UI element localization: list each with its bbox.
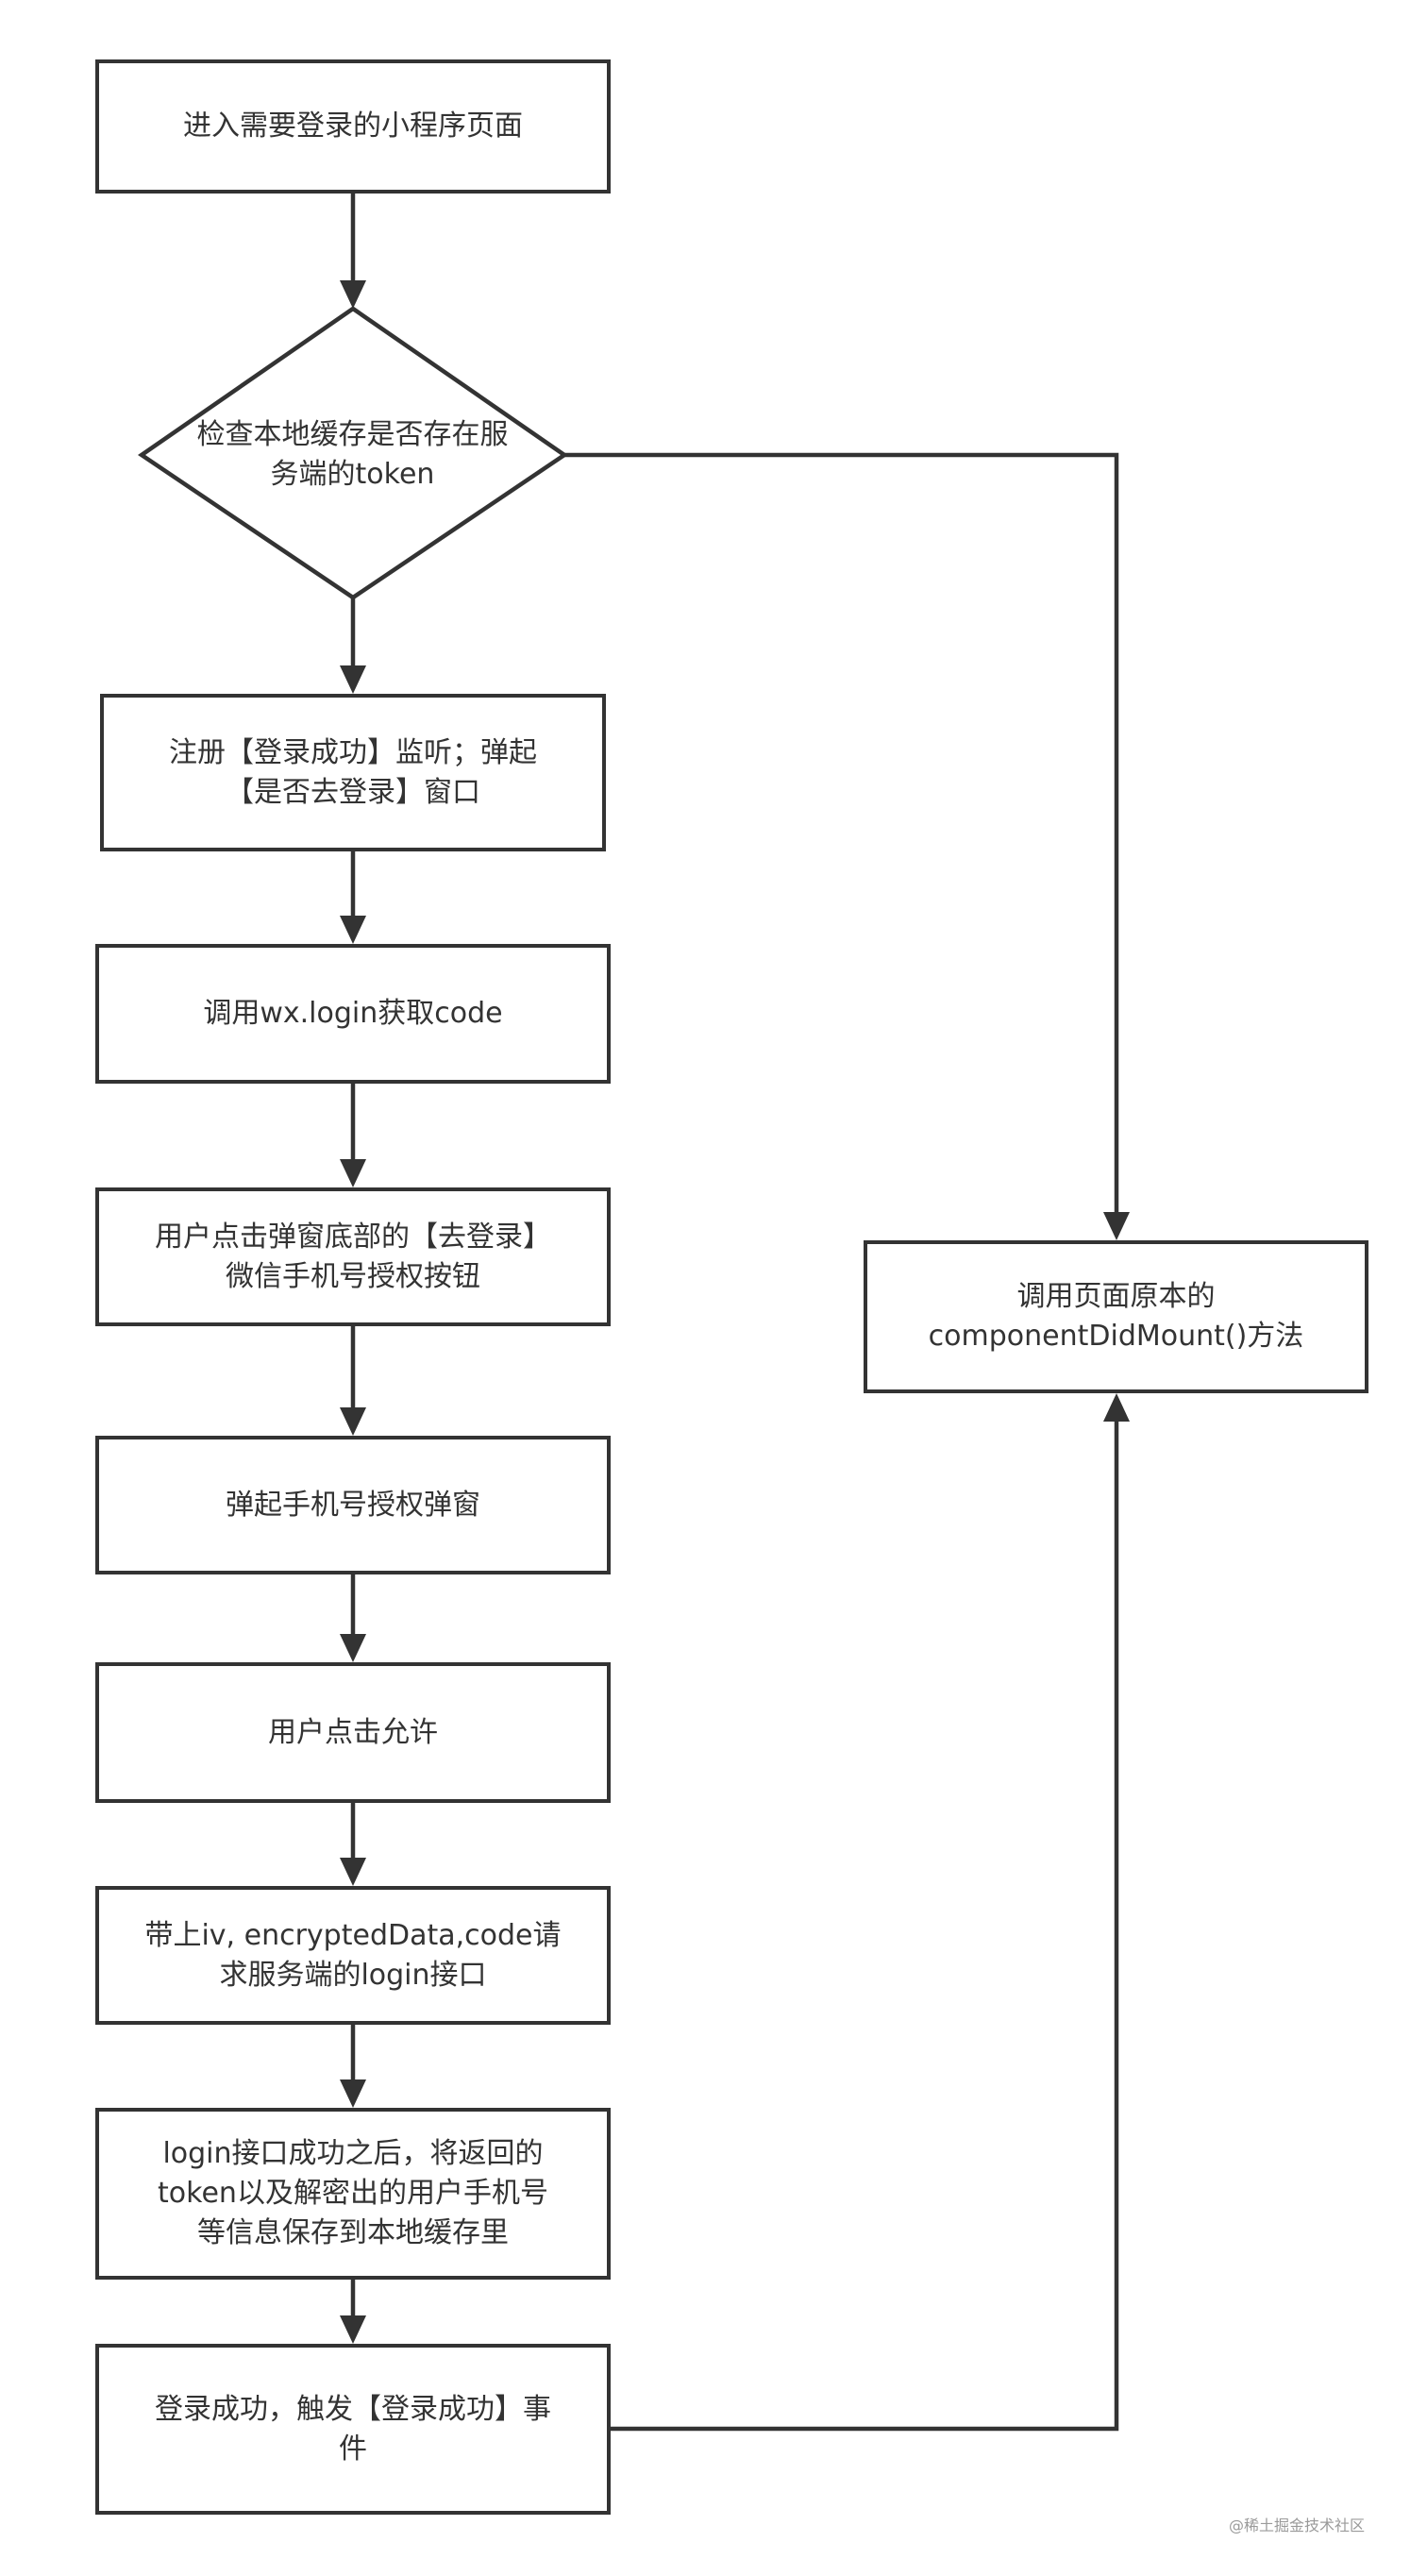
- node-phone-auth-popup: 弹起手机号授权弹窗: [95, 1436, 611, 1574]
- node-save-cache-line-2: token以及解密出的用户手机号: [158, 2177, 548, 2210]
- decision-diamond: [138, 306, 568, 600]
- node-register-listener-line-2: 【是否去登录】窗口: [226, 775, 480, 809]
- edge-popup-to-allow-arrowhead-icon: [340, 1634, 366, 1662]
- node-save-cache-line-3: 等信息保存到本地缓存里: [197, 2216, 509, 2249]
- node-user-click-login: 用户点击弹窗底部的【去登录】 微信手机号授权按钮: [95, 1187, 611, 1326]
- edge-allow-to-request-arrowhead-icon: [340, 1858, 366, 1886]
- node-user-allow: 用户点击允许: [95, 1662, 611, 1803]
- edge-request-to-save-arrowhead-icon: [340, 2079, 366, 2108]
- edge-register-to-wxlogin-arrowhead-icon: [340, 916, 366, 944]
- node-start-line-1: 进入需要登录的小程序页面: [183, 109, 523, 143]
- node-request-login-line-2: 求服务端的login接口: [219, 1958, 487, 1992]
- edge-check-to-mount-arrowhead-icon: [1103, 1212, 1130, 1240]
- node-check-token-line-1: 检查本地缓存是否存在服: [196, 418, 509, 451]
- node-save-cache-line-1: login接口成功之后，将返回的: [162, 2137, 544, 2170]
- node-register-listener-line-1: 注册【登录成功】监听；弹起: [169, 735, 537, 769]
- node-user-click-login-line-2: 微信手机号授权按钮: [226, 1259, 480, 1293]
- node-login-success-line-2: 件: [339, 2432, 367, 2466]
- edge-check-to-register-arrowhead-icon: [340, 665, 366, 694]
- node-check-token-line-2: 务端的token: [270, 458, 435, 491]
- node-login-success: 登录成功，触发【登录成功】事 件: [95, 2344, 611, 2515]
- node-start: 进入需要登录的小程序页面: [95, 59, 611, 194]
- edge-success-to-mount: [611, 1419, 1119, 2432]
- edge-wxlogin-to-click-arrowhead-icon: [340, 1159, 366, 1187]
- node-save-cache: login接口成功之后，将返回的 token以及解密出的用户手机号 等信息保存到…: [95, 2108, 611, 2280]
- node-user-allow-line-1: 用户点击允许: [268, 1715, 438, 1749]
- edge-check-to-mount: [564, 452, 1119, 1215]
- node-register-listener: 注册【登录成功】监听；弹起 【是否去登录】窗口: [100, 694, 606, 851]
- node-login-success-line-1: 登录成功，触发【登录成功】事: [155, 2392, 551, 2426]
- node-request-login-line-1: 带上iv, encryptedData,code请: [144, 1918, 562, 1952]
- edge-save-to-success-arrowhead-icon: [340, 2315, 366, 2344]
- edge-click-to-popup-arrowhead-icon: [340, 1407, 366, 1436]
- node-phone-auth-popup-line-1: 弹起手机号授权弹窗: [226, 1488, 480, 1522]
- edge-success-to-mount-arrowhead-icon: [1103, 1393, 1130, 1422]
- watermark: @稀土掘金技术社区: [1229, 2517, 1366, 2534]
- node-check-token-text: 检查本地缓存是否存在服 务端的token: [142, 415, 563, 495]
- node-request-login: 带上iv, encryptedData,code请 求服务端的login接口: [95, 1886, 611, 2025]
- node-user-click-login-line-1: 用户点击弹窗底部的【去登录】: [155, 1220, 551, 1254]
- node-wx-login-line-1: 调用wx.login获取code: [203, 997, 503, 1030]
- node-component-did-mount-line-2: componentDidMount()方法: [928, 1320, 1304, 1353]
- node-wx-login: 调用wx.login获取code: [95, 944, 611, 1084]
- node-component-did-mount-line-1: 调用页面原本的: [1016, 1280, 1216, 1313]
- edge-start-to-check-arrowhead-icon: [340, 280, 366, 309]
- node-component-did-mount: 调用页面原本的 componentDidMount()方法: [864, 1240, 1368, 1393]
